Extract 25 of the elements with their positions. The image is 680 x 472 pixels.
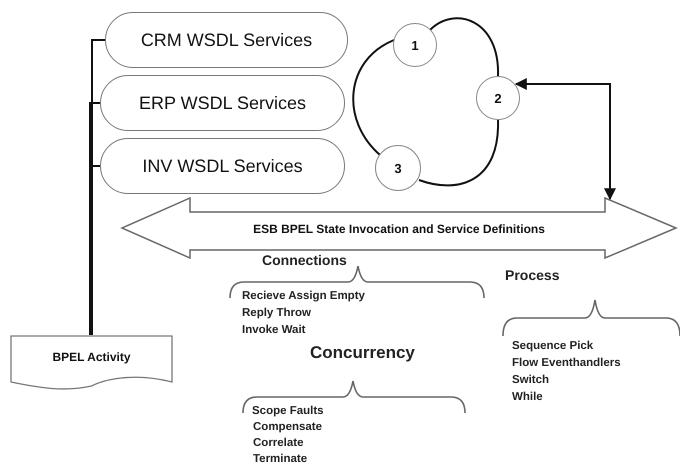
activity-list-text: Scope Faults [252, 405, 324, 417]
activity-list-text: Terminate [253, 453, 308, 465]
activity-list-text: Compensate [253, 421, 322, 433]
connector-line [352, 39, 394, 156]
activity-list-text: While [512, 391, 543, 403]
arrow [514, 78, 616, 200]
activity-list-text: Recieve Assign Empty [242, 290, 365, 302]
step-circle: 3 [375, 145, 421, 191]
group-heading: Process [505, 267, 560, 283]
activity-list-text: Switch [512, 374, 550, 386]
step-circle: 2 [476, 76, 520, 120]
connector-line [429, 17, 499, 76]
connector-line [418, 120, 499, 186]
service-box: CRM WSDL Services [105, 12, 348, 68]
activity-list-text: Correlate [253, 437, 304, 449]
service-box: INV WSDL Services [100, 138, 345, 194]
activity-list-text: Sequence Pick [512, 340, 594, 352]
service-box: ERP WSDL Services [100, 75, 345, 131]
activity-list-text: Flow Eventhandlers [512, 357, 621, 369]
document-shape: BPEL Activity [10, 335, 173, 390]
group-heading: Concurrency [310, 343, 415, 363]
step-circle: 1 [393, 23, 437, 67]
activity-list-text: Invoke Wait [242, 324, 306, 336]
connector-line [91, 39, 105, 335]
activity-list-text: Reply Throw [242, 307, 312, 319]
